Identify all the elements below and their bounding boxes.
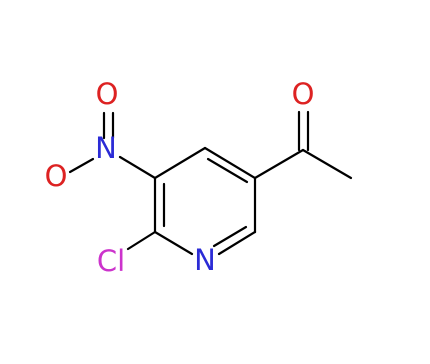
bond-c4-carbonyl-c xyxy=(253,148,305,180)
bond-c5-c4-double xyxy=(206,157,249,184)
bond-c6-c5 xyxy=(153,146,207,180)
carbonyl-oxygen-label: O xyxy=(292,77,315,111)
bond-n-c2 xyxy=(153,230,194,256)
bond-c5-c4 xyxy=(203,146,257,180)
nitro-oxygen-left-label: O xyxy=(45,159,68,193)
nitro-oxygen-top-label: O xyxy=(96,77,119,111)
bond-nitro-n-o-left xyxy=(68,157,95,174)
bond-c3-n-double xyxy=(212,225,248,248)
bond-c3-n xyxy=(217,230,257,256)
bond-c6-nitro-n xyxy=(118,155,157,180)
bond-carbonyl-ch3 xyxy=(301,148,353,180)
nitro-nitrogen-label: N xyxy=(95,131,117,165)
bond-c2-cl xyxy=(126,230,157,251)
bonds xyxy=(68,110,353,256)
chlorine-label: Cl xyxy=(97,244,125,278)
ring-nitrogen-label: N xyxy=(194,243,216,277)
atom-labels: N Cl N O O O xyxy=(45,77,315,278)
